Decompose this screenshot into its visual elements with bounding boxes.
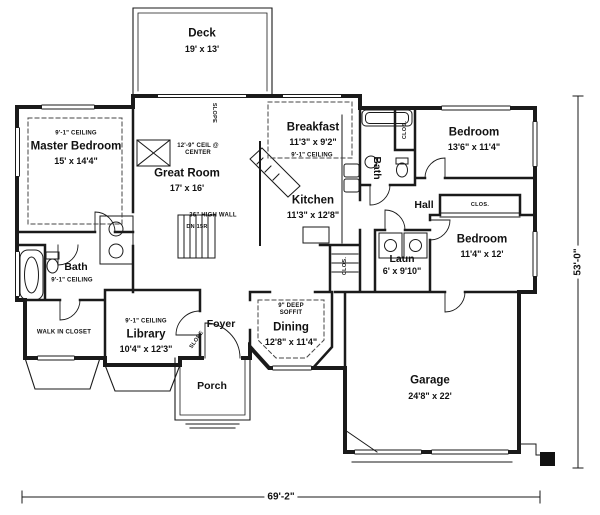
laundry-size: 6' x 9'10" <box>382 265 422 276</box>
library-label: Library <box>126 328 166 341</box>
door-swings <box>57 157 466 359</box>
bath-left-label: Bath <box>64 260 88 273</box>
closet-label-3: CLOS. <box>341 256 348 276</box>
dining-size: 12'8" x 11'4" <box>264 336 318 347</box>
laundry-label: Laun <box>389 252 415 265</box>
bay-windows <box>24 357 181 392</box>
library-ceiling-note: 9'-1" CEILING <box>125 318 167 325</box>
stairs-dn-note: DN 15R <box>186 223 208 230</box>
foyer-label: Foyer <box>206 317 236 330</box>
bedroom2-size: 11'4" x 12' <box>460 248 504 259</box>
dining-soffit-note: 9" DEEP SOFFIT <box>278 303 304 316</box>
breakfast-label: Breakfast <box>286 121 340 134</box>
master-bedroom-size: 15' x 14'4" <box>54 155 98 166</box>
wall-openings <box>13 92 539 456</box>
deck-size: 19' x 13' <box>184 43 220 54</box>
garage-label: Garage <box>410 374 450 387</box>
washer-dryer <box>378 232 428 259</box>
foundation-marker <box>540 452 555 466</box>
breakfast-size: 11'3" x 9'2" <box>289 136 337 147</box>
stairs <box>177 214 216 259</box>
great-room-label: Great Room <box>154 167 220 180</box>
overall-width-dimension: 69'-2" <box>264 491 298 503</box>
slope-note-top: SLOPE <box>211 102 218 124</box>
hall-label: Hall <box>414 198 434 211</box>
garage-size: 24'8" x 22' <box>408 390 452 401</box>
master-tub <box>19 249 44 301</box>
fireplace <box>136 139 171 167</box>
bath-right-tub <box>361 109 413 178</box>
kitchen-label: Kitchen <box>291 194 335 207</box>
porch-label: Porch <box>197 379 227 392</box>
garage-details <box>344 429 541 463</box>
interior-walls <box>15 94 537 370</box>
kitchen-size: 11'3" x 12'8" <box>286 209 340 220</box>
closet-label-2: CLOS. <box>470 201 490 208</box>
closet-label-1: CLOS. <box>401 120 408 140</box>
great-room-ceiling-note: 12'-9" CEIL @ CENTER <box>177 143 219 156</box>
bath-left-ceiling-note: 9'-1" CEILING <box>51 277 93 284</box>
great-room-size: 17' x 16' <box>169 182 205 193</box>
kitchen-counter <box>249 114 360 273</box>
closet-slider <box>439 212 521 218</box>
deck-outline <box>132 7 273 97</box>
bedroom1-size: 13'6" x 11'4" <box>447 141 501 152</box>
toilet-left <box>45 251 60 274</box>
library-size: 10'4" x 12'3" <box>119 343 173 354</box>
porch-outline <box>174 357 251 429</box>
deck-label: Deck <box>188 27 216 40</box>
bedroom2-label: Bedroom <box>456 233 508 246</box>
overall-depth-dimension: 53'-0" <box>572 245 584 279</box>
bath-right-label: Bath <box>371 156 384 180</box>
dining-label: Dining <box>273 321 309 334</box>
high-wall-note: 36" HIGH WALL <box>189 212 237 219</box>
bedroom1-label: Bedroom <box>448 126 500 139</box>
ceiling-dashed-lines <box>27 101 353 359</box>
master-bedroom-label: Master Bedroom <box>30 140 122 153</box>
walkin-closet-label: WALK IN CLOSET <box>36 329 92 336</box>
vanity-sinks <box>99 215 134 265</box>
breakfast-ceiling-note: 9'-1" CEILING <box>291 152 333 159</box>
master-ceiling-note: 9'-1" CEILING <box>55 130 97 137</box>
